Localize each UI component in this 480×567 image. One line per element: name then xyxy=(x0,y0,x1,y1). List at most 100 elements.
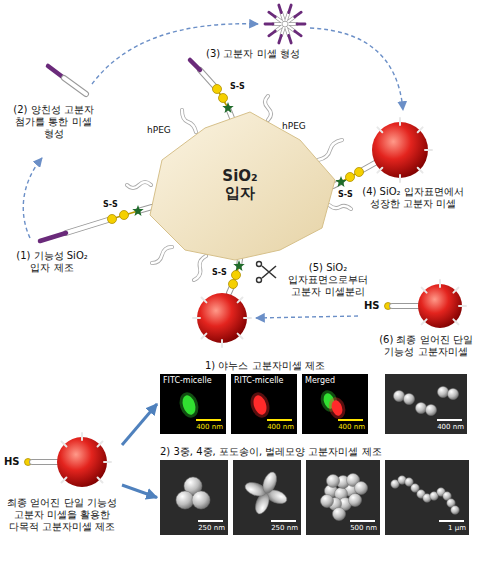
bond-label: S-S xyxy=(338,190,353,200)
scissors-symbol xyxy=(257,262,262,267)
scale-bar xyxy=(350,520,375,522)
linker-star xyxy=(132,205,143,216)
scale-bar xyxy=(439,520,464,522)
hpeg-chain xyxy=(127,182,151,188)
micelle-corona xyxy=(98,441,103,446)
hpeg-chain xyxy=(182,110,196,132)
hpeg-chain xyxy=(329,205,351,209)
node-graphic xyxy=(160,460,228,535)
scale-bar xyxy=(267,419,292,421)
polymer-chain xyxy=(392,303,420,309)
hpeg-chain xyxy=(182,110,196,132)
caption-text: 최종 얻어진 단일 기능성 고분자 미셀을 활용한 다목적 고분자미셀 제조 xyxy=(4,497,120,533)
polymer-chain xyxy=(392,304,420,308)
scale-bar xyxy=(437,419,462,421)
sem-image: 250 nm xyxy=(233,460,301,535)
sulfur-bead xyxy=(108,215,117,224)
particle-label: SiO₂ 입자 xyxy=(214,168,266,202)
fluorescent-glow xyxy=(326,395,348,421)
linker-star xyxy=(335,176,346,187)
hpeg-chain xyxy=(194,256,206,280)
polymer-chain xyxy=(333,163,375,186)
scale-bar xyxy=(338,419,363,421)
sem-particle xyxy=(448,389,459,400)
sem-lobe xyxy=(260,470,279,495)
scissors-symbol xyxy=(257,278,262,283)
sem-particle xyxy=(426,405,437,416)
hydrophobic-block xyxy=(40,233,66,241)
micelle-corona xyxy=(104,461,111,463)
sem-particle xyxy=(321,495,334,508)
sem-particle xyxy=(355,482,368,495)
sulfur-bead xyxy=(219,94,228,103)
process-arrow xyxy=(23,158,42,238)
micelle-shell xyxy=(273,13,297,36)
hpeg-chain xyxy=(318,140,342,160)
polymer-micelle xyxy=(57,437,107,487)
step-label: (2) 양친성 고분자 첨가를 통한 미셀 형성 xyxy=(6,104,101,140)
polymer-chain xyxy=(32,460,60,464)
scale-bar xyxy=(198,520,223,522)
sem-particle xyxy=(451,506,459,514)
panel-title: FITC-micelle xyxy=(163,376,223,386)
step-label: (6) 최종 얻어진 단일 기능성 고분자미셀 xyxy=(378,334,474,358)
hpeg-chain xyxy=(194,256,206,280)
node-graphic xyxy=(233,460,301,535)
step-label: (3) 고분자 미셀 형성 xyxy=(206,48,300,60)
sem-image: 1 μm xyxy=(385,460,469,535)
micelle-corona xyxy=(61,478,66,483)
step-label: (4) SiO₂ 입자표면에서 성장한 고분자 미셀 xyxy=(358,186,468,210)
scale-label: 400 nm xyxy=(267,423,294,432)
sem-particle xyxy=(176,491,194,509)
fluorescent-micelle xyxy=(330,399,344,417)
sem-image: 250 nm xyxy=(160,460,228,535)
polymer-chain xyxy=(64,78,86,94)
scale-label: 500 nm xyxy=(350,524,377,533)
hpeg-chain xyxy=(152,247,172,263)
hydrophobic-block xyxy=(265,5,305,43)
panel-title: RITC-micelle xyxy=(234,376,294,386)
thiol-label: HS xyxy=(4,456,20,468)
sulfur-bead xyxy=(120,211,129,220)
fluorescent-micelle xyxy=(180,394,198,417)
sem-particle xyxy=(404,394,415,405)
bond-label: S-S xyxy=(103,200,118,210)
sulfur-bead xyxy=(355,168,364,177)
node-graphic xyxy=(385,460,469,535)
particle-outline xyxy=(150,112,335,260)
sem-particle xyxy=(416,403,427,414)
scale-bar xyxy=(196,419,221,421)
scale-label: 400 nm xyxy=(196,423,223,432)
functional-micelle: HS 최종 얻어진 단일 기능성 고분자 미셀을 활용한 다목적 고분자미셀 제조 xyxy=(4,425,120,533)
sem-particle xyxy=(438,387,449,398)
linker-star xyxy=(222,102,233,113)
sulfur-bead xyxy=(229,280,238,289)
micelle-corona xyxy=(422,280,466,324)
sem-particle xyxy=(333,508,346,521)
bond-label: S-S xyxy=(230,82,245,92)
sem-particle xyxy=(327,475,340,488)
step-label: (1) 기능성 SiO₂ 입자 제조 xyxy=(12,250,92,274)
sulfur-bead xyxy=(346,173,355,182)
hydrophobic-block xyxy=(190,60,200,70)
micelle-corona xyxy=(61,441,66,446)
scale-label: 400 nm xyxy=(437,423,464,432)
polymer-chain xyxy=(64,78,86,94)
sulfur-bead xyxy=(213,85,222,94)
chain-label: hPEG xyxy=(282,121,306,132)
micelle-corona xyxy=(377,118,432,182)
process-arrow xyxy=(256,316,358,318)
flow-arrow xyxy=(122,404,157,445)
chain-label: hPEG xyxy=(147,125,171,136)
micelle-corona xyxy=(81,433,83,440)
fluorescent-micelle xyxy=(251,394,269,417)
hpeg-chain xyxy=(265,96,271,120)
hpeg-chain xyxy=(127,182,151,188)
sio2-particle: SiO₂ 입자 xyxy=(145,108,340,263)
scissors-symbol xyxy=(262,266,276,278)
fluorescence-image: RITC-micelle 400 nm xyxy=(231,374,297,434)
micelle-shell xyxy=(273,13,297,36)
process-arrow xyxy=(310,28,403,110)
node-graphic xyxy=(306,460,380,535)
hpeg-chain xyxy=(329,205,351,209)
